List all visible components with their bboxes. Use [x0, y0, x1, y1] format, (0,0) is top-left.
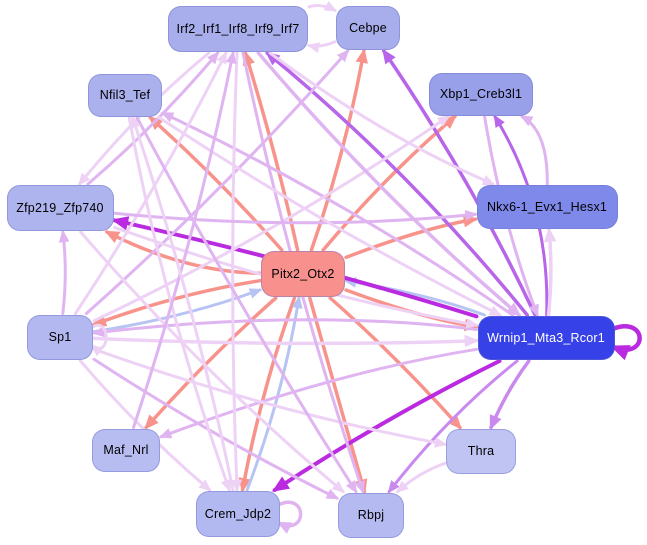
edge-pitx2-nkx6 [344, 214, 479, 260]
edge-sp1-rbpj [92, 357, 340, 500]
node-label: Wrnip1_Mta3_Rcor1 [487, 331, 605, 345]
node-label: Nkx6-1_Evx1_Hesx1 [486, 200, 608, 214]
edge-maf-irf2 [132, 50, 237, 429]
edge-irf2-crem [231, 51, 242, 493]
node-label: Maf_Nrl [103, 443, 149, 457]
edge-wrnip1-thra [489, 359, 531, 431]
edge-thra-rbpj [395, 461, 447, 494]
node-thra[interactable]: Thra [446, 428, 516, 474]
edge-sp1-thra [92, 347, 448, 448]
edge-pitx2-rbpj [308, 296, 368, 495]
node-irf2[interactable]: Irf2_Irf1_Irf8_Irf9_Irf7 [168, 6, 308, 52]
edge-crem-nfil3 [130, 115, 235, 492]
edge-wrnip1-crem [272, 359, 502, 492]
node-xbp1[interactable]: Xbp1_Creb3l1 [429, 72, 533, 116]
edge-nkx6-xbp1 [519, 115, 549, 186]
node-label: Rbpj [357, 508, 385, 522]
edge-wrnip1-cebpe [382, 48, 537, 317]
edge-irf2-wrnip1 [256, 51, 522, 317]
node-label: Zfp219_Zfp740 [16, 201, 104, 215]
loop-crem [276, 500, 303, 534]
edge-zfp219-irf2 [86, 51, 220, 186]
edge-nfil3-rbpj [135, 116, 358, 494]
node-nkx6[interactable]: Nkx6-1_Evx1_Hesx1 [476, 185, 618, 229]
edge-wrnip1-nfil3 [160, 111, 515, 317]
node-sp1[interactable]: Sp1 [27, 314, 93, 360]
node-maf[interactable]: Maf_Nrl [92, 428, 160, 472]
edge-pitx2-thra [328, 296, 462, 430]
loop-sp1 [89, 323, 108, 357]
node-label: Nfil3_Tef [99, 88, 151, 102]
node-label: Pitx2_Otx2 [271, 267, 335, 281]
node-pitx2[interactable]: Pitx2_Otx2 [261, 251, 345, 297]
edge-nfil3-wrnip1 [157, 116, 503, 317]
edge-pitx2-xbp1 [321, 114, 458, 252]
edge-wrnip1-rbpj [387, 359, 519, 494]
node-zfp219[interactable]: Zfp219_Zfp740 [6, 185, 114, 231]
edge-irf2-nkx6 [268, 51, 496, 186]
node-crem[interactable]: Crem_Jdp2 [196, 491, 280, 537]
node-nfil3[interactable]: Nfil3_Tef [88, 73, 162, 117]
node-rbpj[interactable]: Rbpj [338, 492, 404, 538]
edge-irf2-cebpe [307, 0, 338, 12]
node-wrnip1[interactable]: Wrnip1_Mta3_Rcor1 [477, 316, 615, 360]
edge-sp1-zfp219 [58, 229, 70, 315]
node-cebpe[interactable]: Cebpe [336, 6, 400, 50]
edge-sp1-xbp1 [92, 115, 451, 323]
edge-pitx2-maf [144, 296, 278, 430]
node-label: Sp1 [48, 330, 72, 344]
node-label: Crem_Jdp2 [204, 507, 272, 521]
edge-cebpe-irf2 [306, 40, 337, 54]
edge-wrnip1-nkx6 [543, 227, 557, 317]
edge-wrnip1-irf2 [265, 51, 529, 317]
edge-pitx2-nfil3 [148, 115, 284, 252]
edge-pitx2-cebpe [309, 48, 368, 252]
edge-wrnip1-sp1 [91, 318, 478, 338]
edge-pitx2-irf2 [242, 50, 300, 252]
node-label: Thra [467, 444, 495, 458]
edge-zfp219-rbpj [79, 230, 345, 494]
node-label: Irf2_Irf1_Irf8_Irf9_Irf7 [176, 22, 300, 36]
edge-sp1-pitx2 [92, 288, 263, 334]
edge-pitx2-sp1 [91, 278, 262, 327]
edge-irf2-zfp219 [77, 51, 211, 186]
node-label: Xbp1_Creb3l1 [439, 87, 523, 101]
edge-sp1-wrnip1 [92, 334, 480, 348]
loop-wrnip1 [610, 324, 642, 361]
node-label: Cebpe [349, 21, 387, 35]
